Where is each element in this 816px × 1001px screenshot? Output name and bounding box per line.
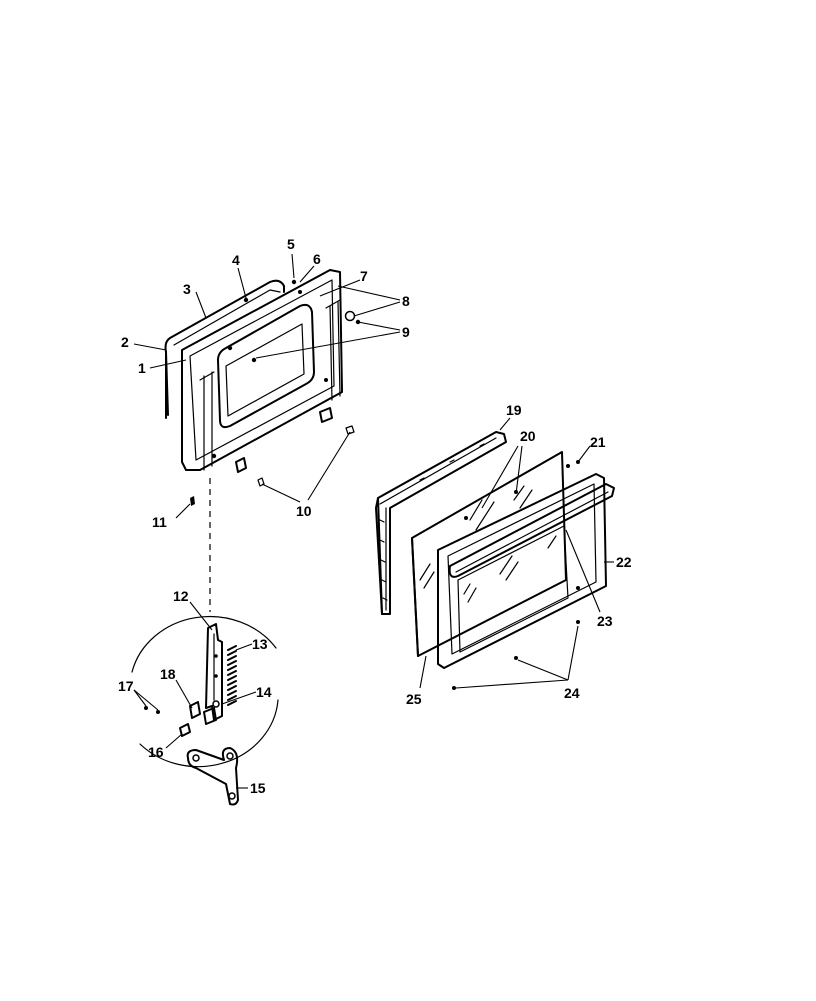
label-part-8: 8 xyxy=(402,293,410,309)
outer-door-panel xyxy=(377,431,507,615)
label-part-20: 20 xyxy=(520,428,536,444)
liner-window xyxy=(217,303,315,429)
label-part-6: 6 xyxy=(313,251,321,267)
door-handle xyxy=(448,483,615,578)
label-part-17: 17 xyxy=(118,678,134,694)
label-part-25: 25 xyxy=(406,691,422,707)
label-part-11: 11 xyxy=(152,514,167,530)
inner-door-assembly xyxy=(164,269,361,506)
label-part-15: 15 xyxy=(250,780,266,796)
hinge-arm xyxy=(205,623,223,721)
label-part-10: 10 xyxy=(296,503,312,519)
label-part-7: 7 xyxy=(360,268,368,284)
label-part-14: 14 xyxy=(256,684,272,700)
leader-lines xyxy=(133,253,614,789)
detail-circle xyxy=(131,615,279,768)
door-frame xyxy=(437,473,607,669)
label-part-24: 24 xyxy=(564,685,580,701)
label-part-3: 3 xyxy=(183,281,191,297)
label-part-22: 22 xyxy=(616,554,632,570)
hinge-lever xyxy=(186,747,239,806)
label-part-5: 5 xyxy=(287,236,295,252)
label-part-4: 4 xyxy=(232,252,240,268)
label-part-1: 1 xyxy=(138,360,146,376)
label-part-2: 2 xyxy=(121,334,129,350)
hinge-spring xyxy=(227,645,237,706)
label-part-13: 13 xyxy=(252,636,268,652)
label-part-23: 23 xyxy=(597,613,613,629)
label-part-19: 19 xyxy=(506,402,522,418)
label-part-18: 18 xyxy=(160,666,176,682)
label-part-12: 12 xyxy=(173,588,189,604)
label-part-21: 21 xyxy=(590,434,606,450)
door-liner xyxy=(181,269,343,471)
part-labels: 1 2 3 4 5 6 7 8 9 10 11 12 13 14 15 16 1… xyxy=(118,236,632,796)
label-part-9: 9 xyxy=(402,324,410,340)
outer-door-assembly xyxy=(375,431,615,690)
hinge-detail xyxy=(131,615,279,806)
frame-window xyxy=(457,525,569,653)
label-part-16: 16 xyxy=(148,744,164,760)
